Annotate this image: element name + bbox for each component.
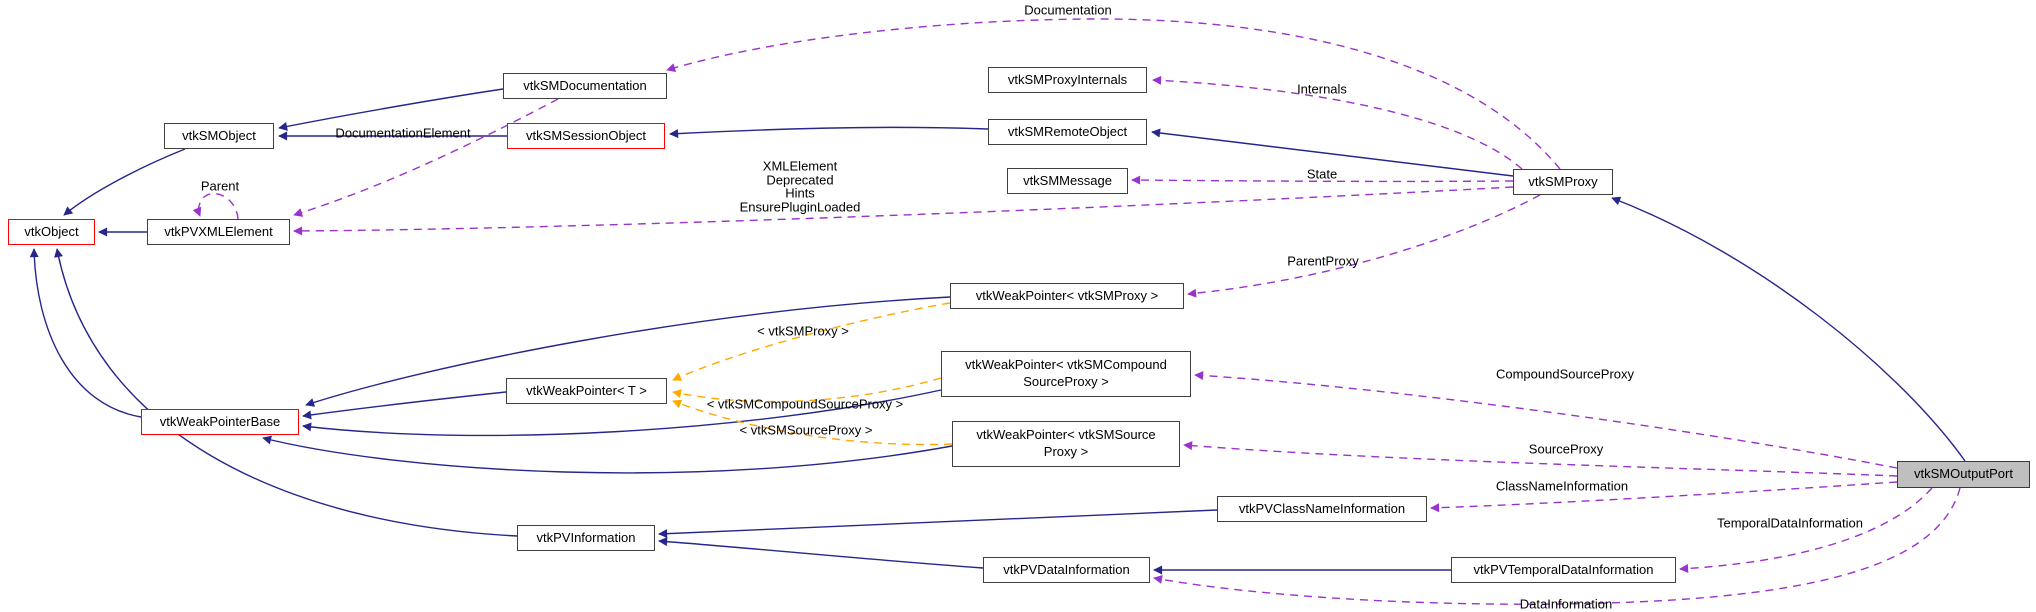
edge-temporaldatainformation — [1679, 487, 1933, 574]
edge-internals — [1152, 75, 1523, 170]
edge-template-vtksmcompoundsourceproxy — [672, 377, 942, 403]
node-vtksmproxy[interactable]: vtkSMProxy — [1513, 169, 1613, 195]
node-vtkpvdatainformation[interactable]: vtkPVDataInformation — [983, 557, 1150, 583]
edge-vtksmremoteobject-to-vtksmsessionobject — [669, 126, 989, 139]
edge-documentation — [666, 18, 1561, 170]
node-vtkpvclassnameinformation[interactable]: vtkPVClassNameInformation — [1217, 496, 1427, 522]
edge-compoundsourceproxy — [1194, 371, 1898, 469]
edge-sourceproxy — [1183, 441, 1898, 477]
node-vtksmsessionobject[interactable]: vtkSMSessionObject — [507, 123, 665, 149]
edge-vtkpvinformation-to-vtkobject — [54, 248, 518, 537]
edge-state — [1131, 175, 1514, 185]
edge-template-vtksmsourceproxy — [672, 399, 953, 446]
edge-documentationelement — [293, 98, 559, 217]
node-vtkweakpointer-vtksmsourceproxy[interactable]: vtkWeakPointer< vtkSMSource Proxy > — [952, 421, 1180, 467]
node-vtkpvinformation[interactable]: vtkPVInformation — [517, 525, 655, 551]
edge-datainformation — [1153, 487, 1961, 605]
edge-parent-selfloop — [192, 192, 239, 220]
edge-vtksmoutputport-to-vtksmproxy — [1611, 196, 1966, 462]
edge-weakpointer-proxy-to-weakpointerbase — [305, 296, 951, 407]
edge-parentproxy — [1187, 194, 1541, 298]
edge-vtkpvdatainformation-to-vtkpvinformation — [658, 537, 984, 569]
edge-xmlelement-block — [293, 186, 1514, 236]
edge-weakpointerbase-to-vtkobject — [29, 248, 142, 418]
edge-weakpointer-t-to-weakpointerbase — [302, 391, 507, 420]
edge-vtkpvclassnameinformation-to-vtkpvinformation — [658, 509, 1218, 539]
node-vtkpvxmlelement[interactable]: vtkPVXMLElement — [147, 219, 290, 245]
edge-weakpointer-compound-to-weakpointerbase — [302, 389, 942, 437]
edge-template-vtksmproxy — [672, 302, 951, 381]
node-vtksmproxyinternals[interactable]: vtkSMProxyInternals — [988, 67, 1147, 93]
node-vtksmmessage[interactable]: vtkSMMessage — [1007, 168, 1128, 194]
node-vtkweakpointer-vtksmcompoundsourceproxy[interactable]: vtkWeakPointer< vtkSMCompound SourceProx… — [941, 351, 1191, 397]
node-vtksmdocumentation[interactable]: vtkSMDocumentation — [503, 73, 667, 99]
node-vtkweakpointer-t[interactable]: vtkWeakPointer< T > — [506, 378, 667, 404]
edge-vtksmdocumentation-to-vtksmobject — [278, 88, 504, 131]
node-vtkpvtemporaldatainformation[interactable]: vtkPVTemporalDataInformation — [1451, 557, 1676, 583]
edge-classnameinformation — [1430, 481, 1898, 513]
edge-weakpointer-source-to-weakpointerbase — [262, 435, 953, 474]
node-vtksmobject[interactable]: vtkSMObject — [164, 123, 274, 149]
edge-vtksmproxy-to-vtksmremoteobject — [1151, 128, 1514, 177]
node-vtkweakpointerbase[interactable]: vtkWeakPointerBase — [141, 409, 299, 435]
node-vtkweakpointer-vtksmproxy[interactable]: vtkWeakPointer< vtkSMProxy > — [950, 283, 1184, 309]
node-vtksmremoteobject[interactable]: vtkSMRemoteObject — [988, 119, 1147, 145]
edge-vtksmobject-to-vtkobject — [63, 148, 186, 216]
node-vtkobject[interactable]: vtkObject — [8, 219, 95, 245]
node-vtksmoutputport[interactable]: vtkSMOutputPort — [1897, 461, 2030, 488]
